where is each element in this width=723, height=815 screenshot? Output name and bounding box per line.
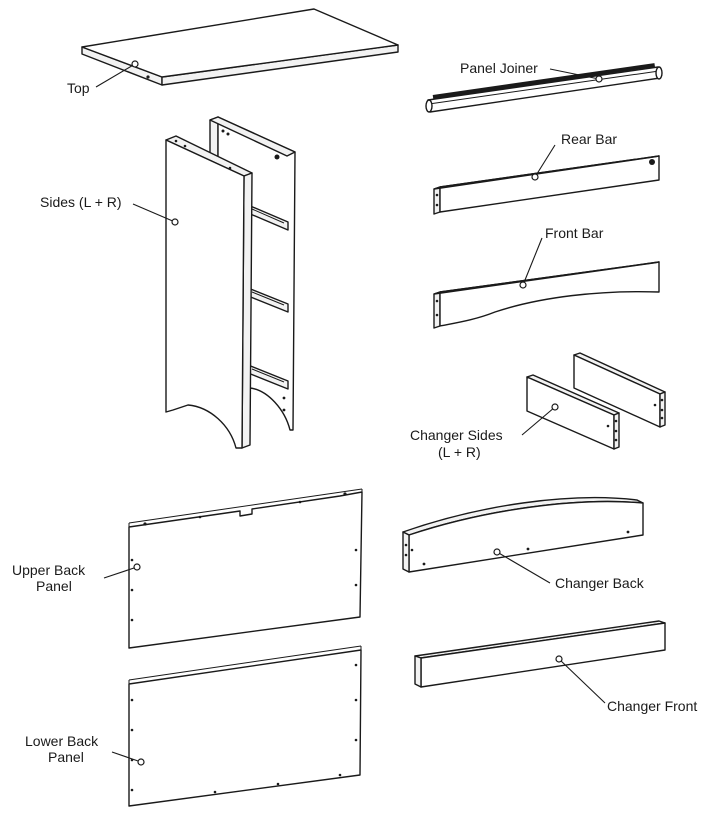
upper-back-panel-part: Upper Back Panel (12, 488, 363, 649)
sides-label: Sides (L + R) (40, 194, 122, 210)
rear-bar-label: Rear Bar (561, 131, 617, 147)
panel-joiner-part: Panel Joiner (425, 60, 663, 113)
changer-front-label: Changer Front (607, 698, 697, 714)
lower-back-label-line1: Lower Back (25, 733, 99, 749)
front-bar-part: Front Bar (433, 225, 660, 329)
rear-bar-part: Rear Bar (433, 131, 660, 215)
changer-sides-label-line2: (L + R) (438, 444, 481, 460)
changer-sides-part: Changer Sides (L + R) (410, 352, 666, 460)
upper-back-label-line1: Upper Back (12, 562, 86, 578)
panel-joiner-label: Panel Joiner (460, 60, 538, 76)
changer-back-label: Changer Back (555, 575, 645, 591)
sides-part: Sides (L + R) (40, 116, 296, 449)
changer-front-part: Changer Front (414, 620, 697, 714)
changer-sides-label-line1: Changer Sides (410, 427, 503, 443)
top-part: Top (67, 8, 399, 96)
lower-back-panel-part: Lower Back Panel (25, 645, 362, 807)
top-label: Top (67, 80, 90, 96)
upper-back-label-line2: Panel (36, 578, 72, 594)
lower-back-label-line2: Panel (48, 749, 84, 765)
changer-back-part: Changer Back (402, 496, 645, 591)
front-bar-label: Front Bar (545, 225, 604, 241)
